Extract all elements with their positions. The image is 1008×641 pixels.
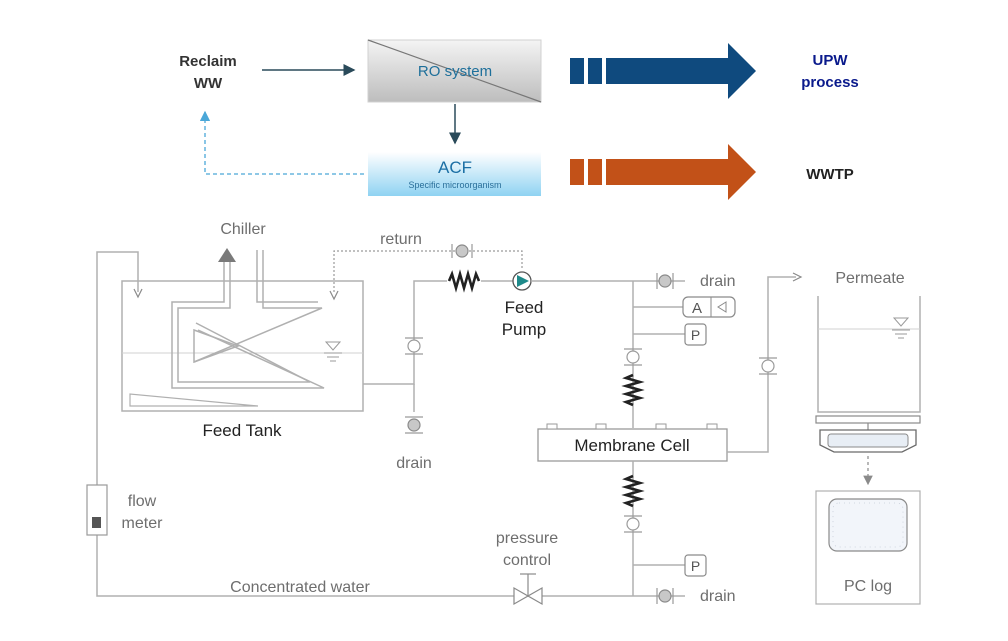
acf-box: ACF Specific microorganism [368,152,541,196]
pressure-control-valve [513,573,543,606]
top-flow: Reclaim WW RO system ACF Specific microo… [179,39,859,200]
lower-spring [621,474,645,508]
upw-label-line1: UPW [813,52,849,69]
tank-outlet-valve [405,337,423,355]
feed-tank [121,248,364,412]
concentrated-water-label: Concentrated water [230,579,370,596]
pressure-gauge-top: P [684,323,707,346]
pressure-gauge-top-label: P [691,327,700,343]
ro-system-box: RO system [367,39,542,103]
flow-meter-label-line1: flow [128,493,157,510]
reclaim-label-line1: Reclaim [179,53,237,70]
reclaim-label-line2: WW [194,75,223,92]
schematic: Chiller return Fe [86,221,921,606]
tank-drain-valve [405,416,423,434]
analyzer: A [682,296,736,318]
acf-return-arrow [199,110,364,175]
feed-spring [447,269,481,293]
bottom-drain-valve [656,588,674,604]
upper-spring [621,373,645,407]
wwtp-arrow [570,144,756,200]
pressure-gauge-bottom: P [684,554,707,577]
top-drain-valve [656,273,674,289]
flow-meter [86,484,108,536]
acf-label: ACF [438,158,472,177]
pc-log: PC log [815,490,921,605]
permeate-valve [759,357,777,375]
upw-label-line2: process [801,74,859,91]
tank-drain-label: drain [396,455,432,472]
return-valve [451,244,473,258]
membrane-cell: Membrane Cell [537,423,728,462]
feed-tank-label: Feed Tank [202,421,282,440]
permeate-beaker [817,296,921,413]
feed-pump-label-line2: Pump [502,320,546,339]
acf-sublabel: Specific microorganism [408,180,501,190]
membrane-outlet-valve [624,515,642,533]
flow-meter-label-line2: meter [122,515,164,532]
membrane-cell-label: Membrane Cell [574,436,689,455]
return-line [333,250,523,294]
chiller-label: Chiller [220,221,266,238]
pressure-control-label-line2: control [503,552,551,569]
analyzer-label: A [692,300,702,317]
return-label: return [380,231,422,248]
concentrated-water-line [96,251,633,597]
top-drain-label: drain [700,273,736,290]
balance [815,415,921,453]
feed-pump-label-line1: Feed [505,298,544,317]
permeate-label: Permeate [835,270,904,287]
upw-arrow [570,43,756,99]
pressure-control-label-line1: pressure [496,530,558,547]
feed-pump [512,271,532,291]
pressure-gauge-bottom-label: P [691,558,700,574]
membrane-inlet-valve [624,348,642,366]
wwtp-label: WWTP [806,166,853,183]
ro-system-label: RO system [418,63,492,80]
pc-log-label: PC log [844,578,892,595]
bottom-drain-label: drain [700,588,736,605]
